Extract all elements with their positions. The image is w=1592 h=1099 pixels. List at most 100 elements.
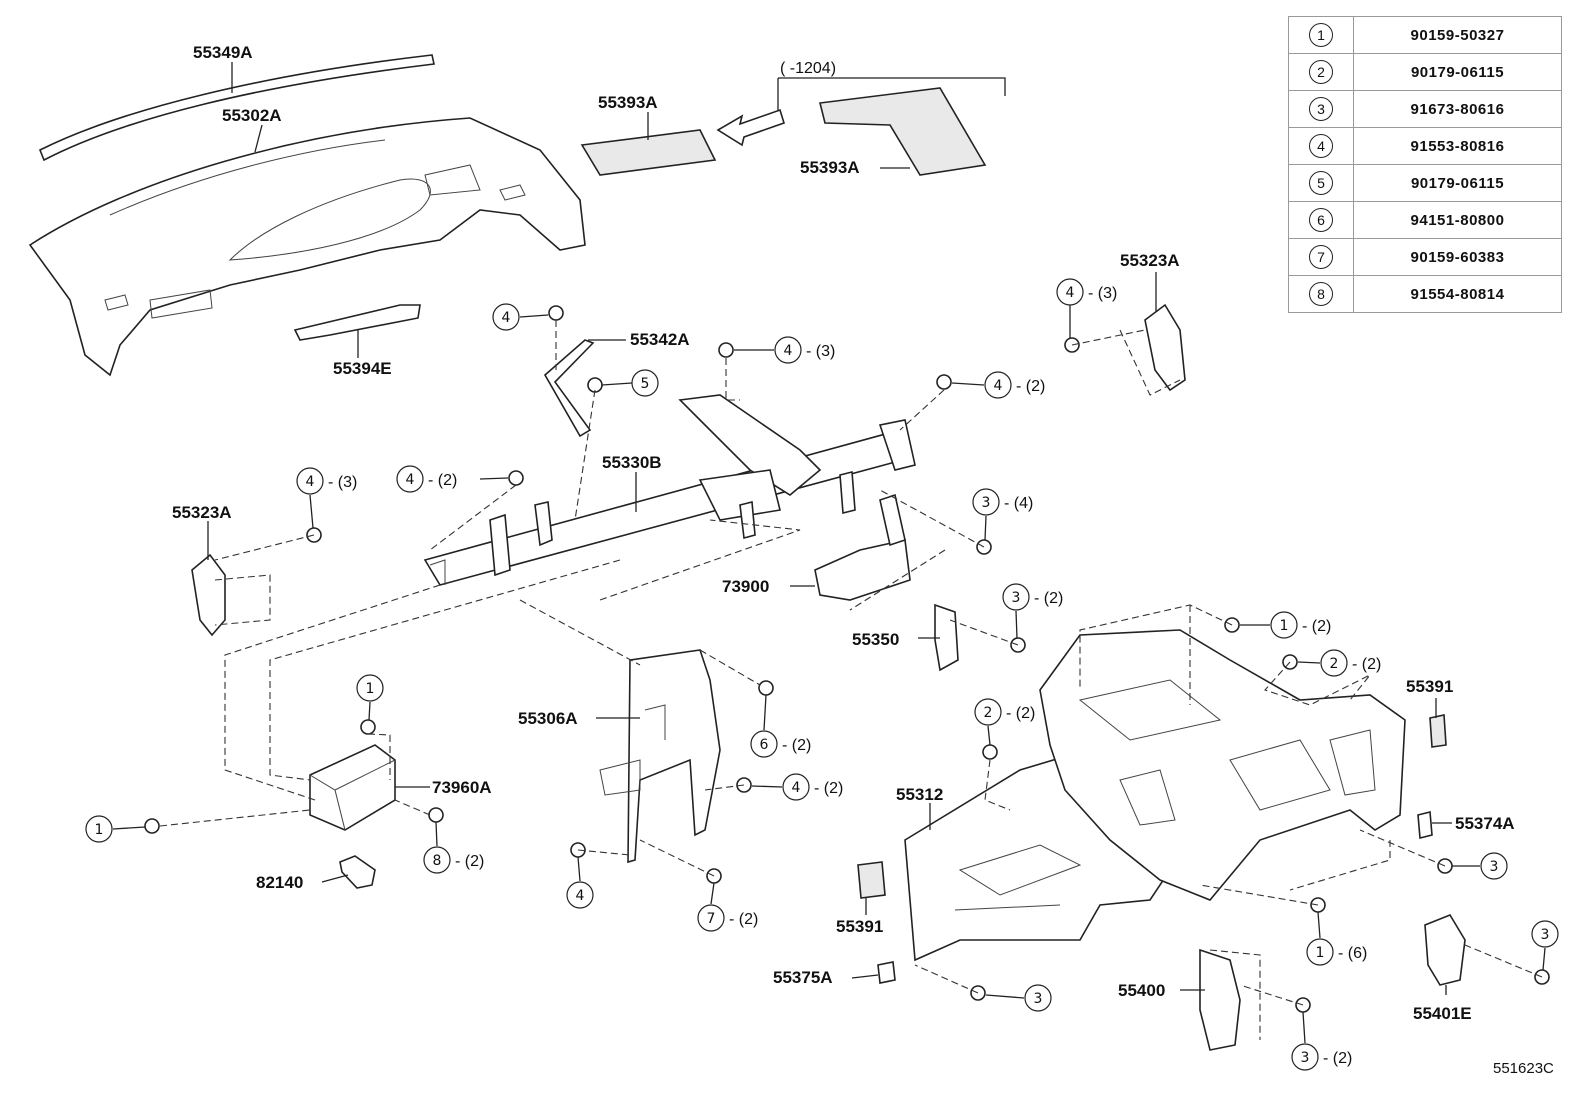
legend-number: 7 xyxy=(1288,238,1354,276)
label-55342A: 55342A xyxy=(630,330,690,349)
insulator-pad-old xyxy=(819,87,987,176)
bracket-55400 xyxy=(1199,948,1241,1051)
svg-text:- (2): - (2) xyxy=(782,737,811,754)
label-55350: 55350 xyxy=(852,630,899,649)
svg-text:3: 3 xyxy=(982,495,991,511)
label-55391-bottom: 55391 xyxy=(836,917,883,936)
svg-text:- (4): - (4) xyxy=(1004,495,1033,512)
svg-text:4: 4 xyxy=(792,780,801,796)
callout-5: 5 xyxy=(601,369,659,397)
legend-number-circle: 3 xyxy=(1309,97,1333,121)
label-55391-top: 55391 xyxy=(1406,677,1453,696)
legend-part-number: 94151-80800 xyxy=(1353,201,1562,239)
svg-text:- (6): - (6) xyxy=(1338,945,1367,962)
label-55374A: 55374A xyxy=(1455,814,1515,833)
svg-text:4: 4 xyxy=(306,474,315,490)
legend-number-circle: 5 xyxy=(1309,171,1333,195)
svg-text:- (2): - (2) xyxy=(1006,705,1035,722)
label-55323A-left: 55323A xyxy=(172,503,232,522)
cover-55401E xyxy=(1424,914,1466,986)
defroster-duct-73900 xyxy=(814,493,911,601)
label-55393A-right: 55393A xyxy=(800,158,860,177)
legend-part-number: 90179-06115 xyxy=(1353,164,1562,202)
part-labels: 55349A 55302A 55393A ( -1204) 55393A 553… xyxy=(172,43,1515,1023)
instrument-panel-pad xyxy=(28,117,586,377)
pad-55391-top xyxy=(1429,714,1447,748)
svg-text:8: 8 xyxy=(433,853,442,869)
legend-number-circle: 2 xyxy=(1309,60,1333,84)
svg-text:- (2): - (2) xyxy=(814,780,843,797)
callout-7: 7- (2) xyxy=(697,882,758,932)
svg-text:- (2): - (2) xyxy=(1034,590,1063,607)
label-55401E: 55401E xyxy=(1413,1004,1472,1023)
clip-55374A xyxy=(1417,810,1433,840)
callout-4-c: 4- (2) xyxy=(951,371,1045,399)
callout-3-e: 3 xyxy=(1531,920,1559,971)
label-55306A: 55306A xyxy=(518,709,578,728)
side-bracket-left xyxy=(191,553,226,637)
label-55394E: 55394E xyxy=(333,359,392,378)
label-55349A: 55349A xyxy=(193,43,253,62)
svg-text:- (2): - (2) xyxy=(1323,1050,1352,1067)
legend-part-number: 90159-60383 xyxy=(1353,238,1562,276)
callout-4-d: 4- (3) xyxy=(1056,278,1117,338)
instrument-panel-strip xyxy=(38,54,435,162)
svg-text:7: 7 xyxy=(707,911,716,927)
callout-4-a: 4 xyxy=(492,303,549,331)
svg-text:- (3): - (3) xyxy=(328,474,357,491)
legend-number-circle: 8 xyxy=(1309,282,1333,306)
svg-text:- (3): - (3) xyxy=(1088,285,1117,302)
callout-3-c: 3 xyxy=(1452,852,1508,880)
svg-text:4: 4 xyxy=(502,310,511,326)
legend-row: 5 90179-06115 xyxy=(1288,164,1562,202)
legend-number: 1 xyxy=(1288,16,1354,54)
svg-text:- (2): - (2) xyxy=(1352,656,1381,673)
callout-4-g: 4 - (2) xyxy=(751,773,843,801)
label-55400: 55400 xyxy=(1118,981,1165,1000)
legend-part-number: 90179-06115 xyxy=(1353,53,1562,91)
callout-4-b: 4- (3) xyxy=(734,336,835,364)
label-82140: 82140 xyxy=(256,873,303,892)
leader-lines xyxy=(207,62,1452,995)
svg-text:1: 1 xyxy=(366,681,375,697)
label-55323A-right: 55323A xyxy=(1120,251,1180,270)
side-bracket-right xyxy=(1144,303,1186,392)
label-55393A-left: 55393A xyxy=(598,93,658,112)
legend-number: 5 xyxy=(1288,164,1354,202)
airbag-sensor-73960A xyxy=(309,744,396,831)
callout-1-d: 1- (6) xyxy=(1306,911,1367,966)
range-bracket xyxy=(778,77,1006,96)
svg-text:4: 4 xyxy=(994,378,1003,394)
legend-number-circle: 7 xyxy=(1309,245,1333,269)
glovebox-lower-trim xyxy=(293,304,421,341)
svg-text:3: 3 xyxy=(1301,1050,1310,1066)
svg-text:3: 3 xyxy=(1541,927,1550,943)
callout-3-b: 3 - (2) xyxy=(1002,583,1063,639)
legend-number: 2 xyxy=(1288,53,1354,91)
assembly-lines xyxy=(159,320,1543,1040)
svg-text:3: 3 xyxy=(1034,991,1043,1007)
callout-1-a: 1 - (2) xyxy=(1240,611,1331,639)
svg-text:1: 1 xyxy=(1280,618,1289,634)
svg-text:4: 4 xyxy=(576,888,585,904)
svg-text:4: 4 xyxy=(784,343,793,359)
label-73900: 73900 xyxy=(722,577,769,596)
svg-text:- (2): - (2) xyxy=(1302,618,1331,635)
label-range: ( -1204) xyxy=(780,60,836,77)
clip-82140 xyxy=(339,855,376,889)
brace-55342A xyxy=(543,339,595,438)
label-55375A: 55375A xyxy=(773,968,833,987)
svg-text:3: 3 xyxy=(1012,590,1021,606)
clip-55375A xyxy=(877,961,896,984)
callout-4-h: 4 xyxy=(566,856,594,909)
callout-4-f: 4- (2) xyxy=(396,465,509,493)
callout-8: 8- (2) xyxy=(423,821,484,874)
